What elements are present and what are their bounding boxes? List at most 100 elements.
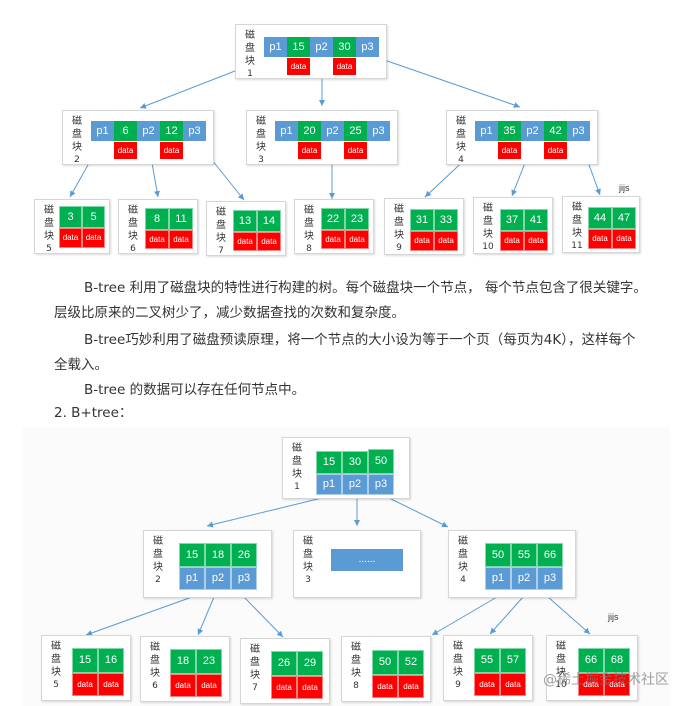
arrow xyxy=(197,596,215,636)
key-cell: 55 xyxy=(511,543,537,567)
ellipsis-block: ...... xyxy=(331,549,403,571)
key-cell: 52 xyxy=(398,650,424,675)
pointer-cell: p1 xyxy=(91,121,114,141)
arrow xyxy=(206,495,331,528)
paragraph-1-line-2: 层级比原来的二叉树少了，减少数据查找的次数和复杂度。 xyxy=(54,305,405,321)
paragraph-2-line-1: B-tree巧妙利用了磁盘预读原理，将一个节点的大小设为等于一个页（每页为4K）… xyxy=(84,332,636,348)
pointer-cell: p1 xyxy=(275,121,298,141)
pointer-cell: p3 xyxy=(356,37,379,57)
data-cell: data xyxy=(98,673,124,696)
arrow xyxy=(489,596,524,635)
key-cell: 66 xyxy=(578,648,604,673)
arrow xyxy=(85,596,193,636)
key-cell: 15 xyxy=(179,543,205,567)
pointer-cell: p1 xyxy=(179,567,205,590)
key-cell: 26 xyxy=(231,543,257,567)
data-cell: data xyxy=(233,232,257,251)
data-cell: data xyxy=(333,58,356,75)
key-cell: 55 xyxy=(474,648,500,673)
pointer-cell: p3 xyxy=(368,474,394,495)
key-cell: 15 xyxy=(72,648,98,673)
key-cell: 44 xyxy=(588,207,612,229)
data-cell: data xyxy=(345,230,369,249)
arrow xyxy=(547,596,591,635)
key-cell: 35 xyxy=(498,121,521,141)
data-cell: data xyxy=(474,673,500,696)
pointer-cell: p1 xyxy=(485,567,511,590)
data-cell: data xyxy=(169,230,193,249)
data-cell: data xyxy=(114,142,137,159)
pointer-cell: p2 xyxy=(205,567,231,590)
site-watermark: @稀土掘金技术社区 xyxy=(543,672,669,688)
key-cell: 22 xyxy=(321,208,345,230)
key-cell: 3 xyxy=(59,206,82,228)
data-cell: data xyxy=(344,142,367,159)
paragraph-2-line-2: 全载入。 xyxy=(54,357,108,373)
data-cell: data xyxy=(398,675,424,698)
data-cell: data xyxy=(287,58,310,75)
arrow xyxy=(384,495,449,528)
key-cell: 31 xyxy=(410,209,434,231)
key-cell: 57 xyxy=(500,648,526,673)
key-cell: 50 xyxy=(372,650,398,675)
pointer-cell: p1 xyxy=(264,37,287,57)
pointer-cell: p3 xyxy=(183,121,206,141)
data-cell: data xyxy=(257,232,281,251)
data-cell: data xyxy=(298,142,321,159)
key-cell: 50 xyxy=(368,449,394,474)
key-cell: 47 xyxy=(612,207,636,229)
data-cell: data xyxy=(196,674,222,697)
pointer-cell: p2 xyxy=(511,567,537,590)
key-cell: 26 xyxy=(271,651,297,676)
pointer-cell: p2 xyxy=(342,474,368,495)
key-cell: 33 xyxy=(434,209,458,231)
key-cell: 5 xyxy=(82,206,105,228)
data-cell: data xyxy=(524,231,548,251)
key-cell: 25 xyxy=(344,121,367,141)
key-cell: 8 xyxy=(145,208,169,230)
key-cell: 14 xyxy=(257,210,281,232)
arrow xyxy=(243,596,284,638)
data-cell: data xyxy=(410,231,434,251)
data-cell: data xyxy=(612,229,636,249)
pointer-cell: p3 xyxy=(537,567,563,590)
key-cell: 15 xyxy=(316,451,342,474)
data-cell: data xyxy=(271,676,297,699)
data-cell: data xyxy=(72,673,98,696)
key-cell: 42 xyxy=(544,121,567,141)
key-cell: 41 xyxy=(524,209,548,231)
key-cell: 30 xyxy=(342,451,368,474)
key-cell: 6 xyxy=(114,121,137,141)
key-cell: 66 xyxy=(537,543,563,567)
key-cell: 23 xyxy=(345,208,369,230)
diagram-watermark: jijs xyxy=(619,183,630,193)
pointer-cell: p1 xyxy=(316,474,342,495)
data-cell: data xyxy=(372,675,398,698)
pointer-cell: p2 xyxy=(521,121,544,141)
key-cell: 50 xyxy=(485,543,511,567)
